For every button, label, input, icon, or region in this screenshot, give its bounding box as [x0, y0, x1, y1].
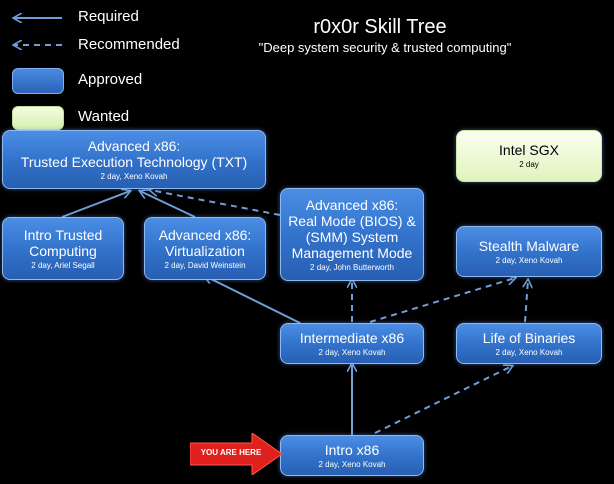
node-lob-meta: 2 day, Xeno Kovah: [495, 347, 563, 357]
link-virt-txt: [140, 191, 196, 218]
link-itc-txt: [61, 191, 130, 218]
node-lob-line-1: Life of Binaries: [482, 329, 576, 346]
node-txt-meta: 2 day, Xeno Kovah: [100, 171, 168, 181]
node-bios-line-2: Real Mode (BIOS) &: [288, 212, 416, 229]
legend-approved-swatch: [12, 68, 64, 94]
node-stealth-line-1: Stealth Malware: [478, 237, 580, 254]
node-itc: Intro Trusted Computing 2 day, Ariel Seg…: [2, 217, 124, 280]
node-itc-meta: 2 day, Ariel Segall: [31, 260, 95, 270]
node-txt-line-2: Trusted Execution Technology (TXT): [20, 153, 248, 170]
node-itc-line-2: Computing: [29, 242, 97, 259]
node-sgx-line-1: Intel SGX: [499, 142, 559, 158]
node-itc-line-1: Intro Trusted: [23, 226, 103, 243]
node-txt-line-1: Advanced x86:: [87, 137, 181, 154]
node-virt: Advanced x86: Virtualization 2 day, Davi…: [144, 217, 266, 280]
link-bios-txt: [150, 190, 281, 216]
node-virt-line-1: Advanced x86:: [158, 226, 252, 243]
node-lob: Life of Binaries 2 day, Xeno Kovah: [456, 323, 602, 364]
link-inter-stealth: [369, 278, 515, 323]
legend-required-label: Required: [78, 8, 139, 25]
node-bios-line-1: Advanced x86:: [305, 196, 399, 213]
legend-wanted-swatch: [12, 106, 64, 130]
node-intro-line-1: Intro x86: [324, 441, 380, 458]
node-sgx-meta: 2 day: [519, 160, 539, 169]
node-bios-meta: 2 day, John Butterworth: [310, 262, 394, 272]
node-txt: Advanced x86: Trusted Execution Technolo…: [2, 130, 266, 189]
legend-recommended-label: Recommended: [78, 36, 180, 53]
node-bios-line-3: (SMM) System: [305, 228, 399, 245]
node-inter: Intermediate x86 2 day, Xeno Kovah: [280, 323, 424, 364]
node-virt-meta: 2 day, David Weinstein: [164, 260, 246, 270]
node-inter-line-1: Intermediate x86: [299, 329, 405, 346]
legend-wanted-label: Wanted: [78, 108, 130, 125]
node-sgx: Intel SGX 2 day: [456, 130, 602, 182]
diagram-title: r0x0r Skill Tree: [313, 16, 447, 38]
node-bios-line-4: Management Mode: [291, 244, 413, 261]
diagram-subtitle: "Deep system security & trusted computin…: [258, 40, 512, 55]
link-inter-virt: [205, 276, 301, 324]
node-intro-meta: 2 day, Xeno Kovah: [318, 459, 386, 469]
node-virt-line-2: Virtualization: [165, 242, 245, 259]
node-inter-meta: 2 day, Xeno Kovah: [318, 347, 386, 357]
you-are-here-arrow-icon: [190, 433, 283, 475]
node-bios: Advanced x86: Real Mode (BIOS) & (SMM) S…: [280, 188, 424, 281]
node-stealth-meta: 2 day, Xeno Kovah: [495, 255, 563, 265]
link-lob-stealth: [525, 280, 528, 323]
link-intro-lob: [374, 366, 512, 434]
node-stealth: Stealth Malware 2 day, Xeno Kovah: [456, 226, 602, 277]
node-intro: Intro x86 2 day, Xeno Kovah: [280, 435, 424, 476]
legend-approved-label: Approved: [78, 71, 143, 88]
you-are-here-label: YOU ARE HERE: [200, 448, 262, 457]
